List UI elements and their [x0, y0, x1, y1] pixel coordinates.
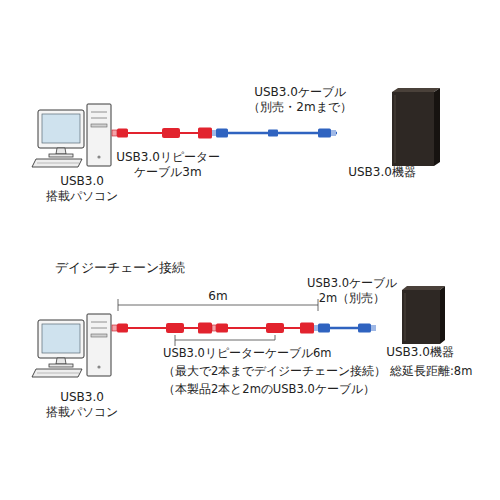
usb-plug: [117, 129, 128, 138]
repeater-box: [166, 323, 184, 333]
usb-plug: [117, 324, 128, 333]
pc-monitor: [38, 320, 84, 358]
tower-slot: [91, 112, 107, 113]
device-top: [402, 286, 445, 290]
plug-tip: [314, 325, 318, 331]
device-node: USB3.0機器: [376, 282, 464, 360]
device-top: [392, 88, 440, 92]
cable-illustration: [112, 323, 376, 334]
dimension-tick: [318, 299, 319, 311]
device-illustration: [402, 286, 445, 344]
device-side: [440, 286, 445, 344]
usb-plug: [318, 324, 330, 333]
note-text: USB3.0リピーターケーブル6m （最大で2本までデイジーチェーン接続） 総延…: [163, 344, 488, 398]
usb-socket: [198, 128, 212, 139]
tower-drive: [91, 334, 107, 337]
plug-tip: [331, 130, 336, 136]
monitor-base: [49, 154, 73, 157]
tower-drive: [91, 124, 107, 127]
pc-tower: [87, 104, 111, 166]
cable-label: USB3.0リピーター ケーブル3m: [110, 150, 226, 180]
tower-slot: [91, 322, 107, 323]
device-front: [392, 92, 434, 166]
device-front: [402, 290, 440, 344]
computer-node: USB3.0 搭載パソコン: [32, 306, 132, 420]
node-label: USB3.0機器: [376, 345, 464, 360]
dimension-label: 6m: [198, 289, 238, 304]
monitor-screen: [42, 114, 80, 143]
usb-socket: [198, 323, 212, 334]
monitor-stand: [56, 148, 66, 154]
tower-slot: [91, 328, 107, 329]
monitor-base: [49, 364, 73, 367]
monitor-screen: [42, 324, 80, 353]
pc-monitor: [38, 110, 84, 148]
pc-keyboard: [32, 159, 82, 167]
node-label: USB3.0 搭載パソコン: [32, 174, 132, 204]
tower-button: [97, 365, 100, 368]
plug-tip: [371, 325, 376, 331]
keyboard-keys: [37, 373, 79, 374]
usb-plug: [216, 129, 228, 138]
plug-tip: [112, 130, 117, 136]
pc-keyboard: [32, 369, 82, 377]
computer-illustration: [32, 314, 111, 377]
tower-button: [97, 155, 100, 158]
node-label: USB3.0機器: [337, 165, 427, 180]
usb-plug: [318, 129, 331, 138]
node-label: USB3.0 搭載パソコン: [32, 390, 132, 420]
callout-bracket: [175, 335, 275, 346]
ferrite-core: [268, 130, 278, 137]
device-highlight: [395, 95, 396, 163]
cable-illustration: [112, 128, 337, 139]
computer-illustration: [32, 104, 111, 167]
plug-tip: [212, 325, 216, 331]
dimension-line: [118, 305, 318, 306]
monitor-stand: [56, 358, 66, 364]
repeater-box: [162, 128, 180, 138]
device-node: USB3.0機器: [337, 85, 427, 180]
usb-plug: [216, 324, 228, 333]
device-highlight: [405, 293, 406, 341]
pc-tower: [87, 314, 111, 376]
cable-label: USB3.0ケーブル （別売・2mまで）: [240, 85, 360, 115]
device-side: [434, 88, 440, 166]
usb-plug: [358, 324, 371, 333]
tower-slot: [91, 118, 107, 119]
dimension-tick: [118, 299, 119, 311]
cable-label: USB3.0ケーブル 2m（別売）: [296, 276, 408, 306]
repeater-box: [266, 323, 284, 333]
keyboard-keys: [37, 163, 79, 164]
plug-tip: [112, 325, 117, 331]
usb-socket: [300, 323, 314, 334]
section-heading: デイジーチェーン接続: [55, 259, 255, 276]
device-illustration: [392, 88, 440, 166]
plug-tip: [212, 130, 216, 136]
